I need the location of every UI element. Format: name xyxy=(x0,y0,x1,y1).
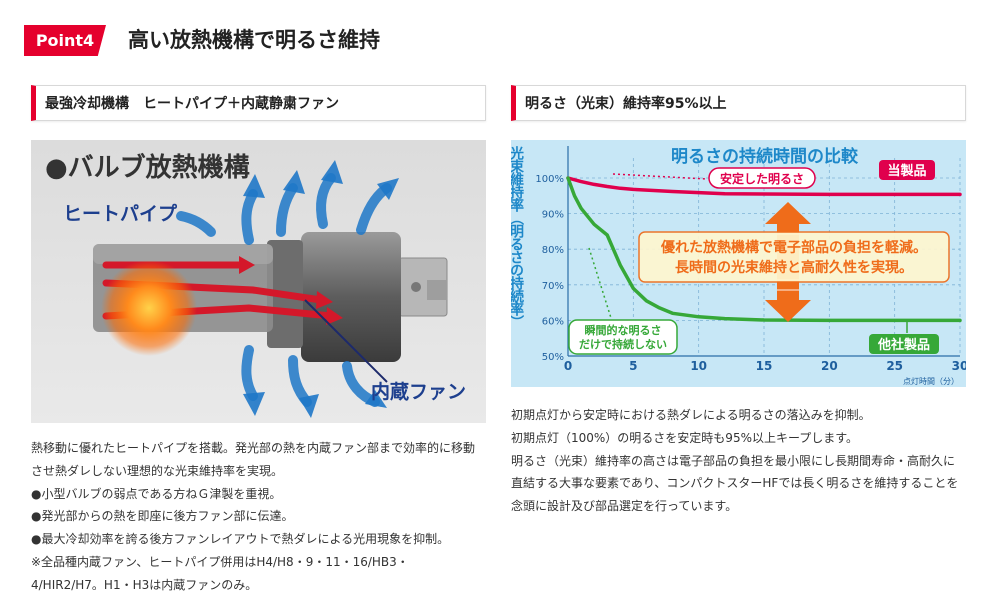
momentary-callout-box xyxy=(568,319,678,355)
y-tick-label: 70% xyxy=(542,281,564,292)
benefit-callout-line1: 優れた放熱機構で電子部品の負担を軽減。 xyxy=(660,239,927,256)
momentary-pointer xyxy=(588,247,612,319)
benefit-callout-line2: 長時間の光束維持と高耐久性を実現。 xyxy=(675,259,913,276)
y-axis-label: 光束維持率（明るさの持続率） xyxy=(511,145,525,328)
y-tick-label: 90% xyxy=(542,210,564,221)
left-note: ※全品種内蔵ファン、ヒートパイプ併用はH4/H8・9・11・16/HB3・4/H… xyxy=(31,554,409,592)
stable-pointer xyxy=(612,173,708,180)
left-section-heading: 最強冷却機構 ヒートパイプ＋内蔵静粛ファン xyxy=(31,85,486,121)
bulb-cooling-illustration: ●バルブ放熱機構 ヒートパイプ 内蔵 xyxy=(31,140,486,423)
series-line-ours xyxy=(566,176,962,197)
point-badge: Point4 xyxy=(24,25,106,56)
right-paragraph-1: 初期点灯から安定時における熱ダレによる明るさの落込みを抑制。 xyxy=(511,408,871,422)
right-paragraph-3: 明るさ（光束）維持率の高さは電子部品の負担を最小限にし長期間寿命・高耐久に直結す… xyxy=(511,453,959,514)
x-tick-labels: 0 5 10 15 20 25 30 xyxy=(564,359,966,373)
illustration-title: ●バルブ放熱機構 xyxy=(45,152,250,183)
series-label-others-box xyxy=(869,334,939,354)
x-axis-label: 点灯時間（分） xyxy=(903,376,959,386)
chart-title: 明るさの持続時間の比較 xyxy=(671,146,859,167)
benefit-callout-box xyxy=(638,231,950,283)
y-tick-labels: 50% 60% 70% 80% 90% 100% xyxy=(535,174,564,363)
heatpipe-label: ヒートパイプ xyxy=(63,202,178,225)
right-section-heading: 明るさ（光束）維持率95%以上 xyxy=(511,85,966,121)
right-paragraph-2: 初期点灯（100%）の明るさを安定時も95%以上キープします。 xyxy=(511,430,859,445)
fan-label: 内蔵ファン xyxy=(371,380,466,403)
x-tick-label: 15 xyxy=(756,359,773,373)
left-description: 熱移動に優れたヒートパイプを搭載。発光部の熱を内蔵ファン部まで効率的に移動させ熱… xyxy=(31,437,481,597)
left-heading-text: 最強冷却機構 ヒートパイプ＋内蔵静粛ファン xyxy=(45,96,339,112)
stable-callout: 安定した明るさ xyxy=(720,171,804,186)
stable-callout-box xyxy=(708,167,816,189)
x-tick-label: 25 xyxy=(886,359,903,373)
page-title: 高い放熱機構で明るさ維持 xyxy=(128,28,380,52)
x-tick-label: 10 xyxy=(690,359,707,373)
momentary-callout-line1: 瞬間的な明るさ xyxy=(585,323,662,337)
y-tick-label: 50% xyxy=(542,352,564,363)
x-tick-label: 20 xyxy=(821,359,838,373)
left-bullet-1: ●小型バルブの弱点である方ねＧ津製を重視。 xyxy=(31,486,282,501)
y-tick-label: 60% xyxy=(542,316,564,327)
left-bullet-3: ●最大冷却効率を誇る後方ファンレイアウトで熱ダレによる光用現象を抑制。 xyxy=(31,532,450,547)
left-paragraph-1: 熱移動に優れたヒートパイプを搭載。発光部の熱を内蔵ファン部まで効率的に移動させ熱… xyxy=(31,441,476,478)
brightness-retention-chart: 50% 60% 70% 80% 90% 100% 0 5 10 15 20 25 30 明るさの持続時… xyxy=(511,140,966,387)
series-label-ours: 当製品 xyxy=(887,163,926,179)
x-tick-label: 5 xyxy=(629,359,637,373)
series-label-others: 他社製品 xyxy=(877,337,930,353)
right-heading-text: 明るさ（光束）維持率95%以上 xyxy=(525,96,727,112)
x-tick-label: 30 xyxy=(952,359,966,373)
right-description: 初期点灯から安定時における熱ダレによる明るさの落込みを抑制。 初期点灯（100%… xyxy=(511,404,966,518)
x-tick-label: 0 xyxy=(564,359,572,373)
series-lines xyxy=(566,176,962,323)
y-tick-label: 80% xyxy=(542,245,564,256)
series-line-others xyxy=(566,176,962,323)
series-label-ours-box xyxy=(879,160,935,180)
left-bullet-2: ●発光部からの熱を即座に後方ファン部に伝達。 xyxy=(31,509,294,524)
y-tick-label: 100% xyxy=(535,174,564,185)
momentary-callout-line2: だけで持続しない xyxy=(579,337,667,351)
